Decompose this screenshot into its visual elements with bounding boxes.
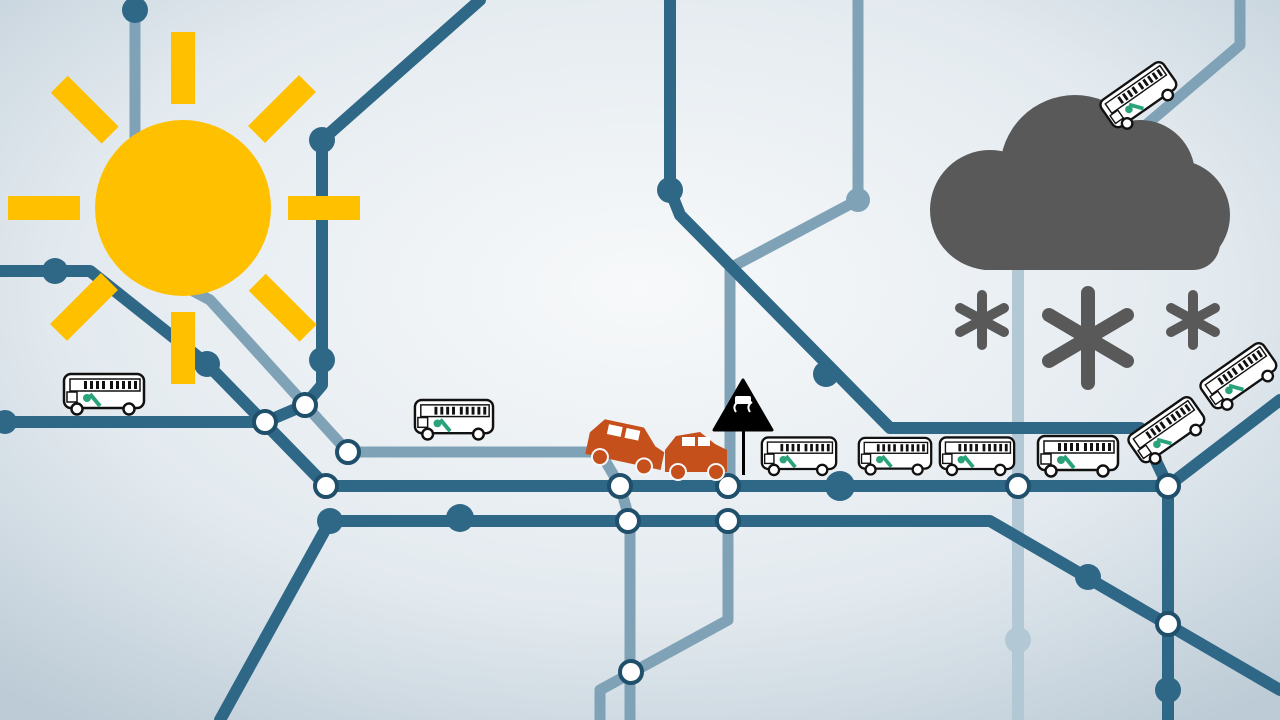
snowflake-icon [1042,286,1134,390]
stations-interchange [252,392,1181,685]
car-crash-icon [585,419,727,481]
cloud-icon [930,95,1230,270]
bus-icon [938,435,1016,478]
stations-filled [0,0,1181,703]
sun-icon [8,32,360,384]
bus-icon [760,435,838,478]
snowflake-icons [955,286,1220,390]
slippery-road-sign-icon [712,378,774,475]
bus-icon [62,372,146,416]
bus-icon [1038,436,1118,477]
line-dark-west [0,0,486,428]
line-dark-lower [214,515,1280,720]
snowflake-icon [955,290,1009,350]
bus-icon [413,398,495,441]
line-light-north [724,0,864,492]
bus-icon [857,435,933,477]
line-light-northeast [1134,0,1246,136]
snowflake-icon [1166,290,1220,350]
line-light-south [594,515,734,720]
